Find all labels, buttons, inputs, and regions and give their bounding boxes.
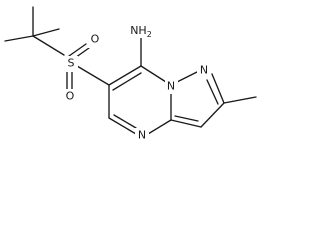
bond-n8-n1: [176, 71, 198, 83]
molecule-canvas: NH2 S O O N N N: [4, 6, 257, 144]
molecule-structure: NH2 S O O N N N: [4, 6, 257, 144]
bond-n1-c2-inner: [206, 79, 219, 105]
oxygen-top-label: O: [88, 32, 102, 48]
bond-c3a-n4: [147, 119, 172, 135]
bond-n4-c5: [108, 117, 137, 135]
bond-tbu-methyl-left: [4, 35, 34, 42]
oxygen-top-label-text: O: [91, 33, 100, 46]
oxygen-bottom-label-text: O: [66, 90, 75, 103]
n-pyrazole-label-text: N: [200, 64, 208, 77]
bond-s-c6: [76, 65, 110, 86]
bond-c7-n8: [140, 65, 167, 83]
sulfur-label-text: S: [68, 57, 75, 70]
bond-c6-c7: [108, 65, 142, 86]
oxygen-bottom-label: O: [63, 89, 77, 105]
n-pyrazole-label: N: [197, 63, 211, 79]
bond-s-o-top-a: [68, 43, 87, 57]
amine-label: NH2: [129, 22, 159, 39]
bond-c2-methyl: [223, 96, 257, 104]
n-pyrimidine-label-text: N: [138, 129, 146, 142]
n-bridge-label: N: [165, 79, 178, 94]
bond-c3-c3a: [170, 119, 202, 128]
bond-n4-c5-inner: [113, 114, 137, 129]
bond-tbu-methyl-right: [32, 28, 60, 37]
sulfur-label: S: [64, 56, 78, 72]
bond-n1-c2: [211, 73, 225, 104]
n-pyrimidine-label: N: [135, 128, 149, 144]
bond-c7-c7-inner: [112, 72, 142, 91]
bond-c2-c3: [200, 102, 225, 128]
n-bridge-label-text: N: [167, 80, 175, 93]
amine-label-text: NH2: [130, 24, 152, 39]
bond-tbu-sulfur: [32, 35, 65, 56]
bond-c3-c3a-inner: [174, 115, 199, 122]
